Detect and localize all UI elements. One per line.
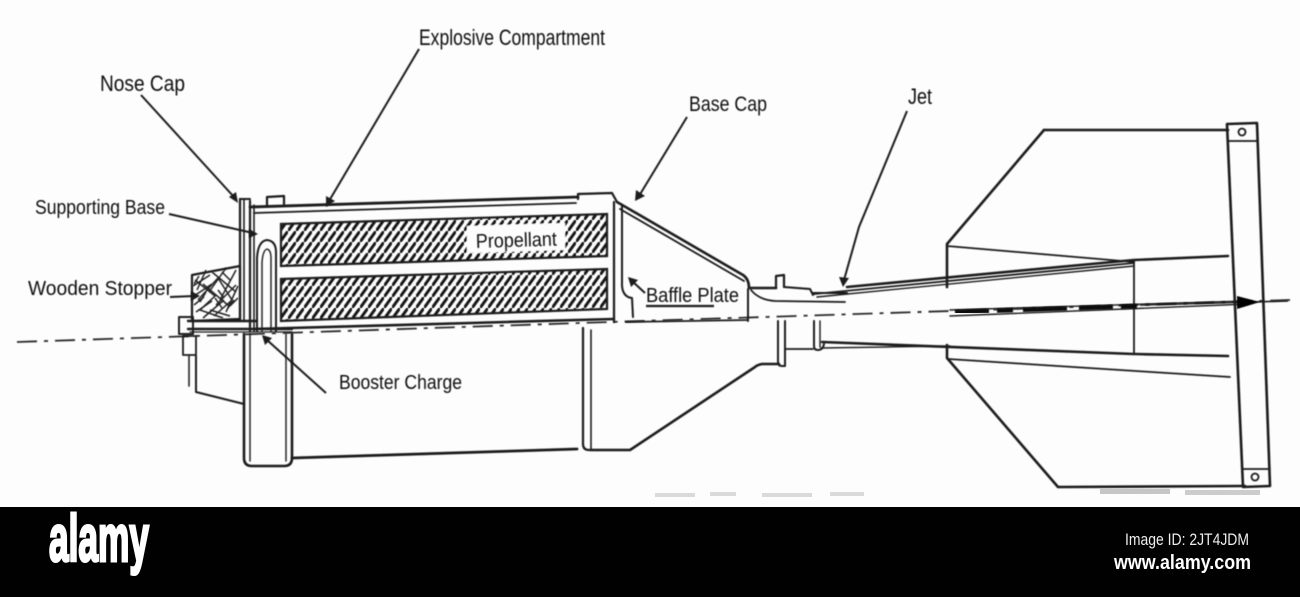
svg-text:Propellant: Propellant (475, 229, 557, 253)
svg-text:Image ID: 2JT4JDM: Image ID: 2JT4JDM (1125, 530, 1249, 549)
svg-text:Base Cap: Base Cap (689, 93, 767, 116)
svg-text:www.alamy.com: www.alamy.com (1113, 552, 1251, 574)
svg-text:alamy: alamy (49, 501, 149, 575)
svg-text:Supporting Base: Supporting Base (35, 197, 165, 219)
svg-text:Baffle Plate: Baffle Plate (646, 285, 739, 307)
svg-text:Explosive Compartment: Explosive Compartment (419, 25, 605, 50)
svg-text:Nose Cap: Nose Cap (100, 71, 185, 96)
svg-text:Booster Charge: Booster Charge (339, 372, 462, 394)
svg-text:Wooden Stopper: Wooden Stopper (28, 278, 172, 300)
svg-text:Jet: Jet (908, 84, 932, 109)
